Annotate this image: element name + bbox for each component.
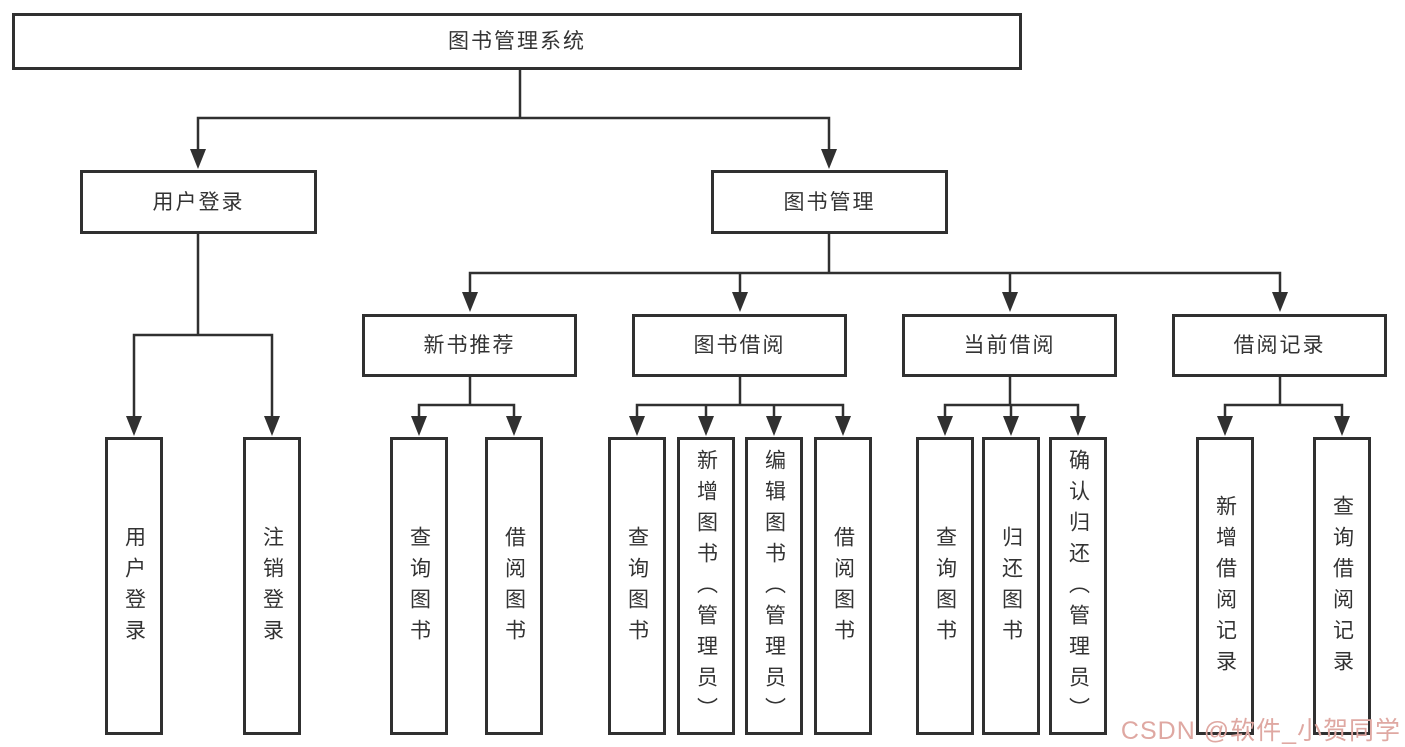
node-book-management: 图书管理 [711, 170, 948, 234]
node-book-borrowing: 图书借阅 [632, 314, 847, 377]
leaf-borrow-books-recommendation: 借阅图书 [485, 437, 543, 735]
leaf-confirm-return-admin: 确认归还（管理员） [1049, 437, 1107, 735]
leaf-add-books-admin: 新增图书（管理员） [677, 437, 735, 735]
node-current-borrowing: 当前借阅 [902, 314, 1117, 377]
leaf-edit-books-admin: 编辑图书（管理员） [745, 437, 803, 735]
leaf-return-books: 归还图书 [982, 437, 1040, 735]
leaf-query-books-borrowing: 查询图书 [608, 437, 666, 735]
leaf-query-borrow-record: 查询借阅记录 [1313, 437, 1371, 735]
leaf-logout: 注销登录 [243, 437, 301, 735]
leaf-query-books-current: 查询图书 [916, 437, 974, 735]
node-new-book-recommendation: 新书推荐 [362, 314, 577, 377]
leaf-add-borrow-record: 新增借阅记录 [1196, 437, 1254, 735]
leaf-user-login: 用户登录 [105, 437, 163, 735]
leaf-query-books-recommendation: 查询图书 [390, 437, 448, 735]
leaf-borrow-books-borrowing: 借阅图书 [814, 437, 872, 735]
node-user-login: 用户登录 [80, 170, 317, 234]
node-library-management-system: 图书管理系统 [12, 13, 1022, 70]
node-borrowing-records: 借阅记录 [1172, 314, 1387, 377]
